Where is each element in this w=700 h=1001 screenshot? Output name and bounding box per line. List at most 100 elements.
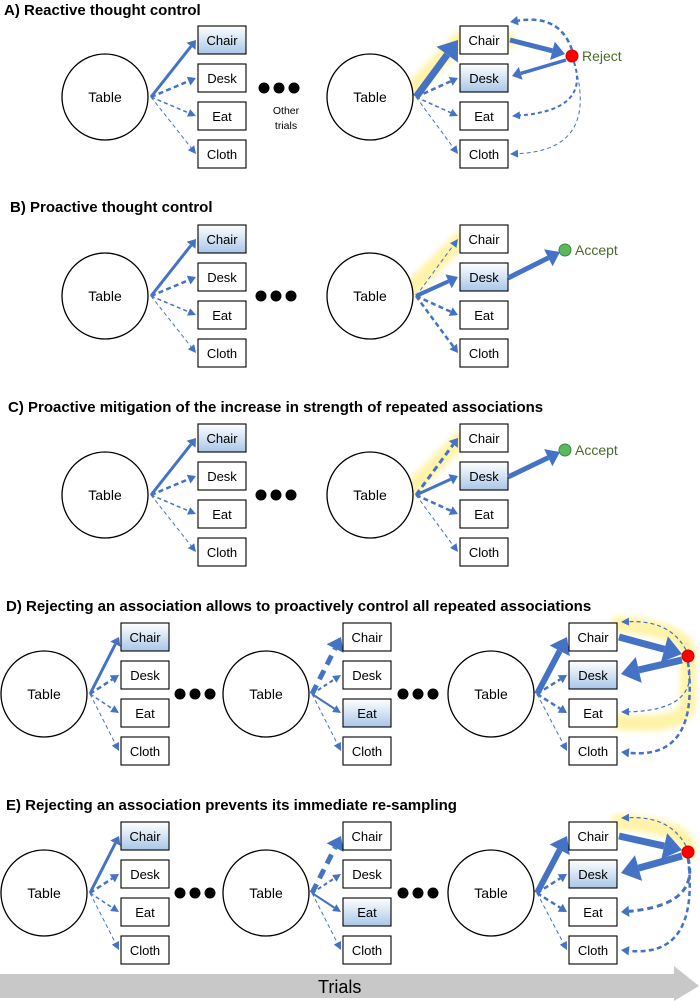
panel-e-option-label-desk: Desk (130, 867, 160, 882)
panel-e-ellipsis-2 (397, 887, 439, 899)
panel-e-assoc-arrow-cloth-head (111, 941, 119, 950)
panel-b-option-box-cloth (197, 338, 247, 368)
panel-a-reject-dot (565, 49, 579, 63)
trials-label: Trials (318, 977, 361, 997)
panel-e-option-label-chair: Chair (129, 829, 161, 844)
panel-e-option-label-cloth: Cloth (352, 943, 382, 958)
panel-e-assoc-arrow-cloth (89, 892, 119, 950)
panel-a-assoc-arrow-cloth (415, 96, 458, 154)
panel-c-assoc-arrow-desk (150, 474, 196, 497)
panel-b-assoc-arrow-eat-head (448, 307, 458, 317)
panel-b-cue-label: Table (353, 288, 387, 304)
diagram-layer: TableChairDeskEatClothOthertrialsTableCh… (0, 16, 696, 965)
panel-d-assoc-arrow-desk (89, 675, 119, 696)
panel-b-assoc-arrow-chair-head (450, 239, 458, 248)
panel-e-ellipsis-1 (174, 887, 216, 899)
panel-title-e: E) Rejecting an association prevents its… (6, 797, 457, 814)
panel-d-assoc-arrow-desk-head (332, 675, 341, 683)
panel-d-reject-to-chair-curve-shaft (628, 621, 687, 651)
panel-e-assoc-arrow-cloth-shaft (536, 892, 564, 944)
panel-b-option-label-chair: Chair (206, 232, 238, 247)
panel-e-ellipsis-dot (204, 887, 216, 899)
panel-b-assoc-arrow-eat-shaft (415, 294, 452, 313)
panel-c-desk-to-accept-arrow-head (544, 449, 560, 467)
panel-e-assoc-arrow-eat-head (110, 904, 119, 912)
panel-a-chair-to-reject-arrow (509, 37, 565, 60)
panel-c-desk-to-accept-arrow (506, 449, 560, 480)
panel-d-ellipsis-dot (174, 688, 186, 700)
panel-b-ellipsis-1 (255, 290, 297, 302)
panel-e-option-box-desk (568, 859, 618, 889)
panel-title-c: C) Proactive mitigation of the increase … (8, 399, 543, 416)
panel-a-option-label-desk: Desk (207, 71, 237, 86)
panel-e-assoc-arrow-eat-shaft (311, 892, 335, 909)
panel-e-reject-to-eat-curve (621, 857, 692, 917)
panel-b-option-label-desk: Desk (207, 270, 237, 285)
panel-d-option-box-eat (120, 698, 170, 728)
panel-d-ellipsis-dot (204, 688, 216, 700)
panel-c-accept-dot (558, 443, 572, 457)
panel-e-reject-to-eat-curve-head (621, 905, 630, 917)
panel-a-option-label-eat: Eat (474, 109, 494, 124)
panel-b-assoc-arrow-desk (150, 275, 196, 298)
panel-d-assoc-arrow-cloth-head (559, 742, 567, 751)
panel-c-option-box-cloth (197, 537, 247, 567)
panel-d-highlight (611, 616, 696, 732)
panel-b-option-label-cloth: Cloth (207, 346, 237, 361)
panel-e-reject-to-desk-arrow-shaft (637, 852, 683, 872)
panel-d-option-label-cloth: Cloth (352, 744, 382, 759)
panel-b-desk-to-accept-arrow-head (544, 249, 560, 267)
panel-c-cue-label: Table (88, 487, 122, 503)
panel-a-cue-label: Table (88, 89, 122, 105)
panel-b-assoc-arrow-desk-head (186, 275, 196, 285)
panel-d-assoc-arrow-chair-head (110, 637, 121, 647)
panel-e-option-label-chair: Chair (577, 829, 609, 844)
panel-c-assoc-arrow-chair (149, 438, 196, 496)
panel-a-assoc-arrow-chair (413, 40, 458, 100)
panel-c-accept-marker: Accept (558, 442, 618, 458)
panel-b-assoc-arrow-cloth-head (187, 344, 196, 353)
panel-d-option-label-desk: Desk (352, 668, 382, 683)
panel-d-reject-to-desk-arrow-shaft (637, 656, 683, 674)
panel-e-assoc-arrow-cloth (311, 892, 341, 950)
panel-c-option-label-cloth: Cloth (469, 545, 499, 560)
panel-c-assoc-arrow-chair-head (186, 438, 196, 448)
panel-a-chair-to-reject-arrow-shaft (509, 37, 554, 54)
panel-b-option-label-eat: Eat (212, 308, 232, 323)
panel-c-assoc-arrow-cloth-shaft (150, 494, 192, 547)
panel-c-option-label-desk: Desk (469, 469, 499, 484)
panel-d-assoc-arrow-desk-head (557, 675, 567, 684)
panel-b-cue-label: Table (88, 288, 122, 304)
panel-e-assoc-arrow-cloth-head (559, 941, 567, 950)
panel-a-option-box-cloth (197, 139, 247, 169)
panel-c-assoc-arrow-chair (414, 438, 458, 496)
panel-a-reject-to-eat-curve (512, 61, 578, 120)
panel-d-option-box-desk (568, 660, 618, 690)
panel-b-assoc-arrow-desk-shaft (150, 278, 190, 298)
panel-d-option-label-desk: Desk (130, 668, 160, 683)
panel-e-cue-label: Table (474, 885, 508, 901)
panel-c-assoc-arrow-cloth (150, 494, 196, 552)
panel-c-option-box-chair (459, 423, 509, 453)
panel-b-option-box-desk (197, 262, 247, 292)
panel-c-assoc-arrow-eat-head (448, 506, 458, 516)
panel-e-option-box-eat (568, 897, 618, 927)
panel-b-assoc-arrow-chair-shaft (149, 244, 193, 297)
panel-d-reject-dot (681, 649, 695, 663)
panel-b-option-label-desk: Desk (469, 270, 499, 285)
panel-c-option-box-desk (459, 461, 509, 491)
panel-c-assoc-arrow-desk-shaft (150, 477, 190, 497)
panel-d-option-box-desk (342, 660, 392, 690)
panel-d-option-box-eat (342, 698, 392, 728)
panel-a-option-box-cloth (459, 139, 509, 169)
panel-e-assoc-arrow-chair-shaft (309, 846, 338, 895)
panel-d-assoc-arrow-eat-shaft (311, 693, 335, 710)
panel-d-option-label-eat: Eat (583, 706, 603, 721)
panel-d-option-box-chair (120, 622, 170, 652)
panel-e-ellipsis-dot (427, 887, 439, 899)
panel-d-option-box-eat (568, 698, 618, 728)
